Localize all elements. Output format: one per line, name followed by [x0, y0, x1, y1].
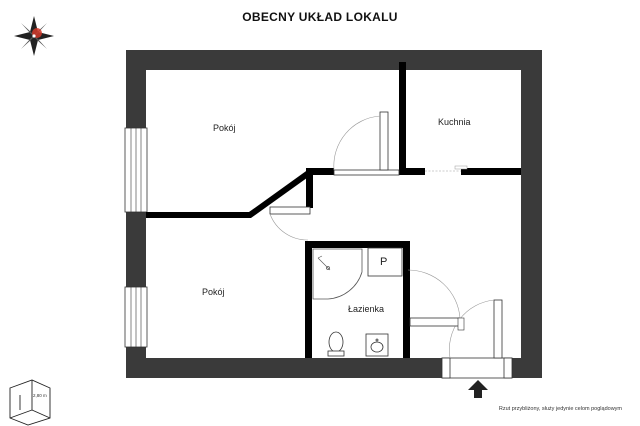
washing-machine-label: P — [380, 256, 388, 268]
room-label-kitchen: Kuchnia — [438, 117, 471, 127]
washbasin — [365, 333, 389, 357]
window-upper-left — [124, 127, 148, 213]
entrance-door — [441, 299, 513, 379]
toilet — [327, 331, 345, 357]
shower-tray — [312, 248, 363, 300]
door-bathroom — [407, 269, 465, 331]
window-lower-left — [124, 286, 148, 348]
page-title: OBECNY UKŁAD LOKALU — [242, 10, 398, 24]
entrance-arrow-icon — [468, 380, 488, 398]
washing-machine — [367, 247, 403, 277]
ceiling-height-label: 2,80 m — [33, 393, 47, 398]
door-kitchen-corridor — [333, 111, 400, 176]
room-label-bottom-left: Pokój — [202, 287, 225, 297]
door-room-corridor — [269, 206, 311, 241]
interior-partitions — [305, 62, 521, 358]
room-label-bathroom: Łazienka — [348, 304, 385, 314]
room-label-top-left: Pokój — [213, 123, 236, 133]
diagonal-partition — [146, 169, 312, 218]
disclaimer-note: Rzut przybliżony, służy jedynie celom po… — [498, 406, 622, 412]
ceiling-height-icon — [9, 379, 51, 426]
